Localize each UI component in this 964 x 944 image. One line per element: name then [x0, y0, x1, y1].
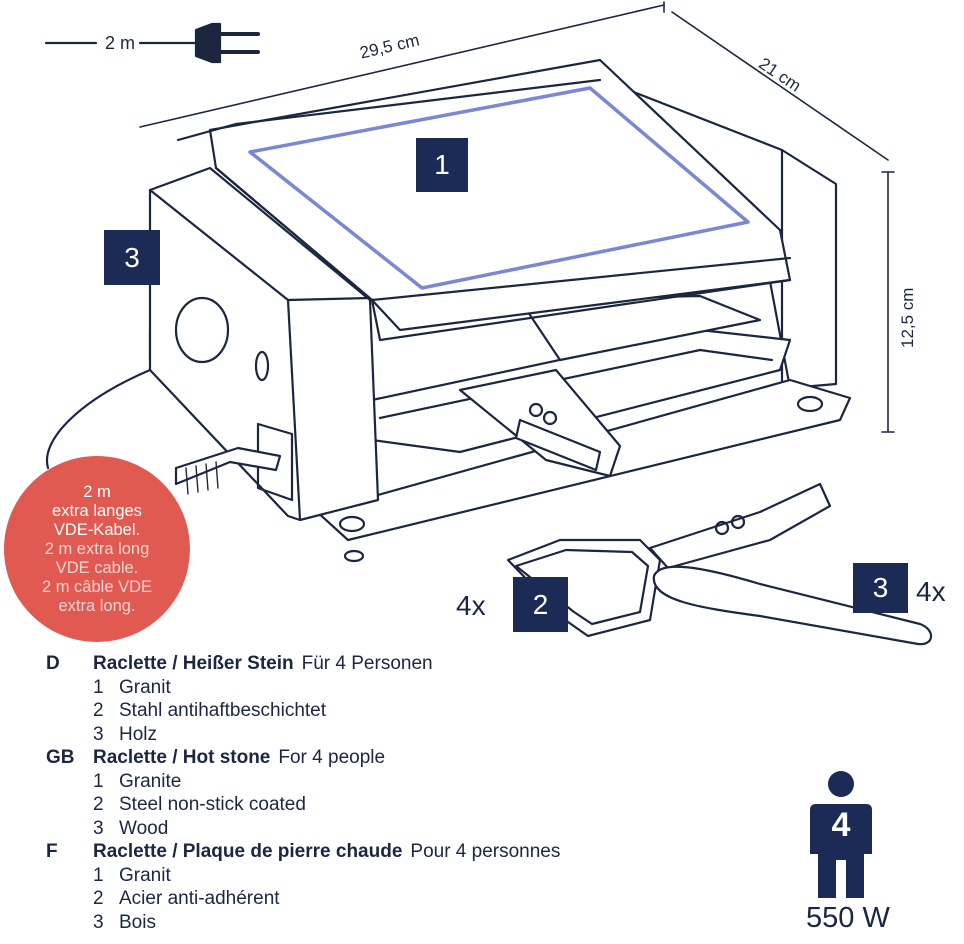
legend-item-number: 3 — [93, 723, 104, 745]
legend-item-number: 1 — [93, 770, 104, 792]
person-icon — [810, 771, 872, 898]
legend-item-text: Acier anti-adhérent — [119, 888, 280, 909]
legend-title: Raclette / Hot stone — [93, 747, 271, 768]
legend-heading-d: D Raclette / Heißer Stein Für 4 Personen — [46, 652, 766, 676]
legend-item-number: 2 — [93, 888, 104, 909]
legend-item: 1 Granit — [46, 864, 766, 888]
badge-line-7: extra long. — [58, 596, 136, 615]
legend-title: Raclette / Heißer Stein — [93, 653, 294, 674]
foot-front-right — [796, 395, 824, 413]
spatulas-quantity: 4x — [916, 576, 946, 607]
foot-front-left — [338, 515, 366, 533]
legend-item-number: 1 — [93, 676, 104, 698]
height-dimension-label: 12,5 cm — [898, 287, 917, 348]
legend-item-text: Bois — [119, 911, 156, 933]
legend-item-text: Granit — [119, 676, 171, 698]
granite-plate-surface — [248, 86, 750, 290]
power-rating: 550 W — [806, 902, 890, 934]
foot-under — [343, 549, 365, 563]
legend-subtitle: For 4 people — [278, 747, 386, 768]
badge-line-6: 2 m câble VDE — [41, 577, 153, 596]
badge-line-4: 2 m extra long — [44, 539, 150, 558]
legend-subtitle: Für 4 Personen — [301, 653, 433, 674]
legend-item: 1 Granit — [46, 676, 766, 700]
callout-granite: 1 — [416, 138, 468, 192]
legend-item: 2 Stahl antihaftbeschichtet — [46, 699, 766, 723]
control-knob — [174, 296, 230, 364]
legend-item: 2 Steel non-stick coated — [46, 793, 766, 817]
legend-item-number: 3 — [93, 817, 104, 839]
wooden-spatula — [652, 565, 933, 646]
legend-item-text: Granite — [119, 770, 182, 792]
legend-item-text: Stahl antihaftbeschichtet — [119, 700, 327, 721]
power-cable — [45, 368, 152, 470]
badge-line-5: VDE cable. — [55, 558, 139, 577]
legend-item-text: Granit — [119, 864, 171, 886]
plug-body — [194, 22, 222, 64]
badge-line-1: 2 m — [83, 482, 111, 501]
legend-title: Raclette / Plaque de pierre chaude — [93, 841, 403, 862]
legend-code: F — [46, 841, 58, 862]
badge-line-2: extra langes — [52, 501, 142, 520]
legend-item: 3 Holz — [46, 723, 766, 747]
indicator-light — [254, 350, 270, 382]
legend-subtitle: Pour 4 personnes — [410, 841, 561, 862]
legend-item-number: 1 — [93, 864, 104, 886]
legend-heading-f: F Raclette / Plaque de pierre chaude Pou… — [46, 840, 766, 864]
single-pan — [506, 538, 662, 638]
cable-badge: 2 m extra langes VDE-Kabel. 2 m extra lo… — [4, 456, 190, 642]
legend-item: 1 Granite — [46, 770, 766, 794]
pans-quantity: 4x — [456, 590, 486, 621]
legend-item-text: Steel non-stick coated — [119, 794, 306, 815]
callout-wood-top: 3 — [104, 230, 160, 285]
callout-spatula: 3 — [853, 563, 908, 613]
cable-length-label: 2 m — [103, 33, 138, 54]
persons-number: 4 — [831, 806, 851, 844]
badge-line-3: VDE-Kabel. — [53, 520, 141, 539]
legend-item-text: Wood — [119, 817, 169, 839]
legend-item: 3 Wood — [46, 817, 766, 841]
legend-code: D — [46, 653, 60, 674]
depth-dimension-line — [671, 11, 889, 161]
legend-item-number: 2 — [93, 794, 104, 815]
legend-item-text: Holz — [119, 723, 158, 745]
legend-item-number: 3 — [93, 911, 104, 933]
legend-item-number: 2 — [93, 700, 104, 721]
cable-plug — [174, 446, 282, 486]
legend: D Raclette / Heißer Stein Für 4 Personen… — [46, 652, 766, 934]
legend-code: GB — [46, 747, 75, 768]
legend-heading-gb: GB Raclette / Hot stone For 4 people — [46, 746, 766, 770]
legend-item: 2 Acier anti-adhérent — [46, 887, 766, 911]
left-housing — [148, 166, 380, 522]
callout-pan: 2 — [513, 577, 568, 632]
width-dimension-line — [139, 4, 665, 128]
legend-item: 3 Bois — [46, 911, 766, 935]
pan-handle — [648, 482, 832, 570]
